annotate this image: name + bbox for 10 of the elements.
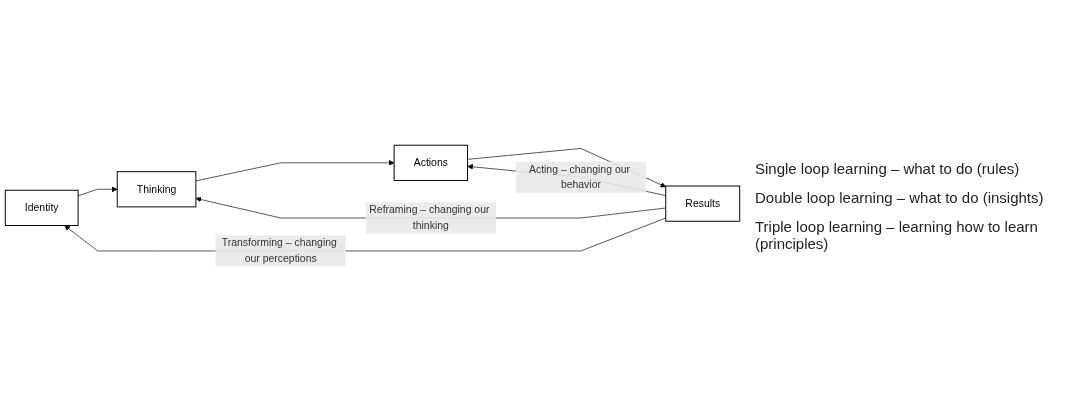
note-text: Double loop learning – what to do (insights) — [755, 189, 1045, 206]
edge-label: Acting – changing our behavior — [528, 163, 630, 191]
note-text: Single loop learning – what to do (rules) — [755, 160, 1021, 177]
node-box: Actions — [393, 144, 468, 182]
node-box: Thinking — [116, 171, 197, 208]
edge-label: Reframing – changing our thinking — [369, 204, 490, 232]
note-text: Triple loop learning – learning how to learn (principles) — [755, 218, 1039, 252]
node-box: Results — [665, 185, 741, 222]
edge-label: Transforming – changing our perceptions — [221, 237, 337, 265]
node-box: Identity — [4, 189, 79, 227]
